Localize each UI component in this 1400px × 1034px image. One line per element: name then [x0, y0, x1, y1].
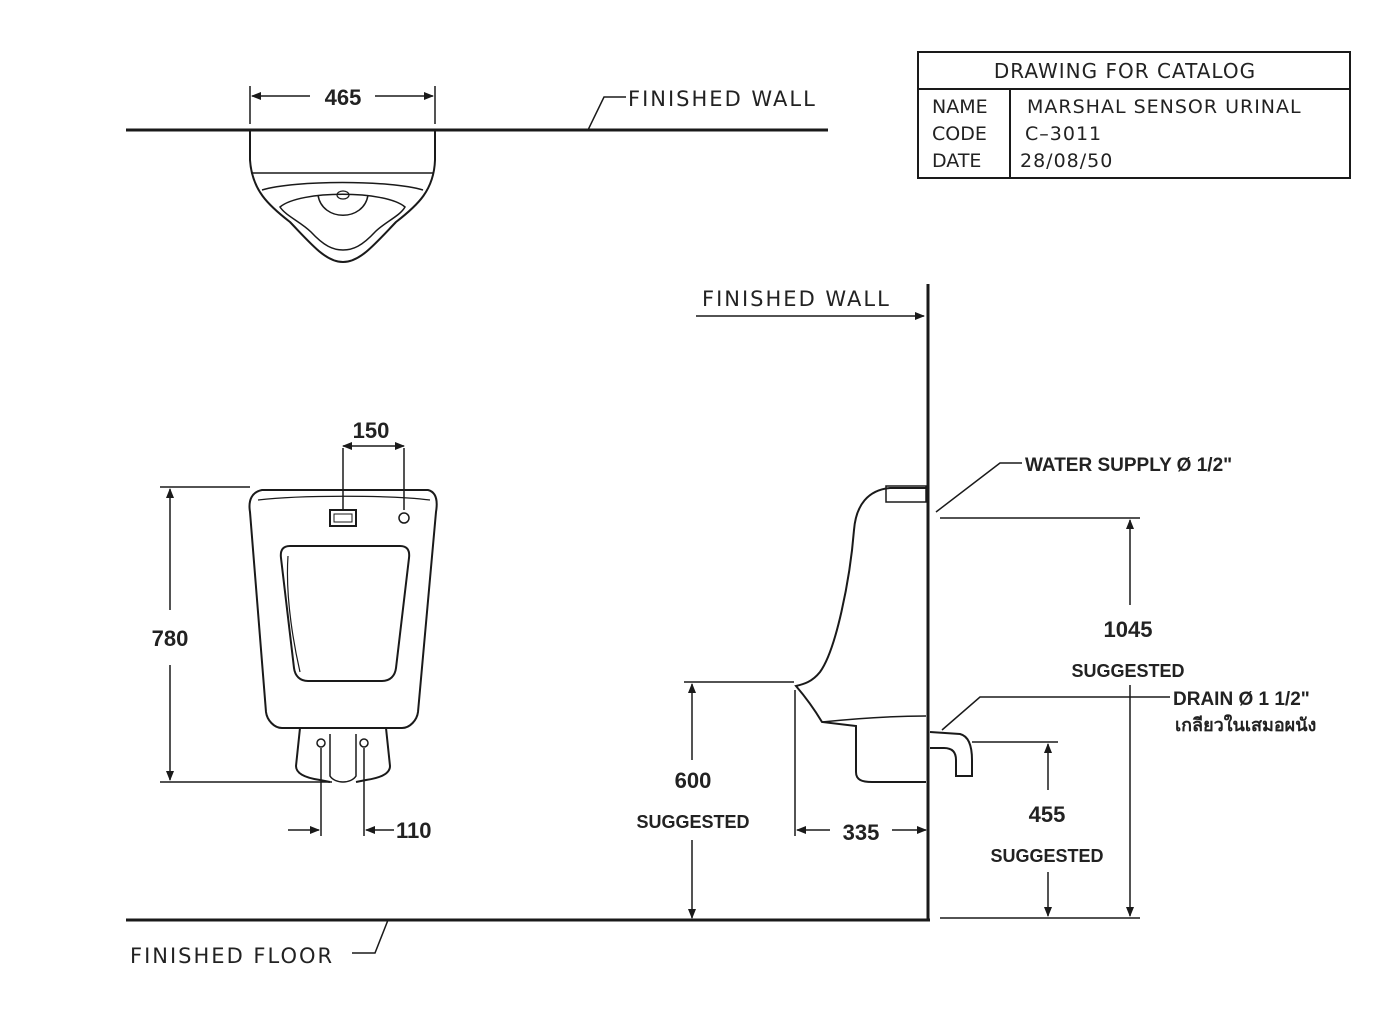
title-block: DRAWING FOR CATALOG NAME MARSHAL SENSOR … [917, 51, 1351, 179]
top-wall-leader [587, 96, 626, 131]
drain-note-thai: เกลียวในเสมอผนัง [1175, 714, 1316, 735]
front-supply-inlet [398, 512, 410, 524]
title-block-date-value: 28/08/50 [1020, 150, 1113, 172]
side-wall-label: FINISHED WALL [702, 287, 891, 311]
title-block-code-value: C–3011 [1025, 123, 1102, 145]
front-height-dim: 780 [152, 626, 189, 651]
front-bowl-opening [279, 545, 411, 682]
title-block-code-label: CODE [932, 123, 987, 145]
rim-height-dim: 600 [675, 768, 712, 793]
drain-height-dim: 455 [1029, 802, 1066, 827]
supply-height-dim: 1045 [1104, 617, 1153, 642]
front-urinal-body [248, 489, 438, 729]
top-width-dim: 465 [325, 85, 362, 110]
supply-height-note: SUGGESTED [1071, 661, 1184, 681]
top-view: FINISHED WALL 465 [126, 85, 828, 264]
drain-label: DRAIN Ø 1 1/2" [1173, 689, 1310, 710]
drain-leader [941, 696, 1170, 731]
floor-label: FINISHED FLOOR [130, 944, 334, 968]
side-view: FINISHED WALL WATER SUPPLY Ø 1/2" 1045 S… [636, 284, 1316, 920]
title-block-name-label: NAME [932, 96, 988, 118]
title-block-date-label: DATE [932, 150, 981, 172]
top-wall-label: FINISHED WALL [628, 87, 817, 111]
side-urinal-profile [794, 487, 927, 783]
floor-leader [352, 919, 389, 954]
projection-dim: 335 [843, 820, 880, 845]
water-supply-label: WATER SUPPLY Ø 1/2" [1025, 455, 1232, 476]
front-sensor-window [329, 509, 357, 527]
side-drain-pipe [929, 731, 973, 777]
front-sensor-spacing-dim: 150 [353, 418, 390, 443]
title-block-heading: DRAWING FOR CATALOG [994, 59, 1256, 83]
drain-height-note: SUGGESTED [990, 846, 1103, 866]
top-bowl-outline [249, 130, 436, 264]
top-bowl-inner [279, 193, 406, 251]
floor: FINISHED FLOOR [126, 918, 930, 968]
front-outlet-spacing-dim: 110 [396, 818, 432, 843]
front-view: 150 780 110 [152, 418, 438, 843]
title-block-name-value: MARSHAL SENSOR URINAL [1027, 96, 1302, 118]
rim-height-note: SUGGESTED [636, 812, 749, 832]
front-outlet-base [294, 727, 392, 783]
water-supply-leader [935, 462, 1022, 513]
